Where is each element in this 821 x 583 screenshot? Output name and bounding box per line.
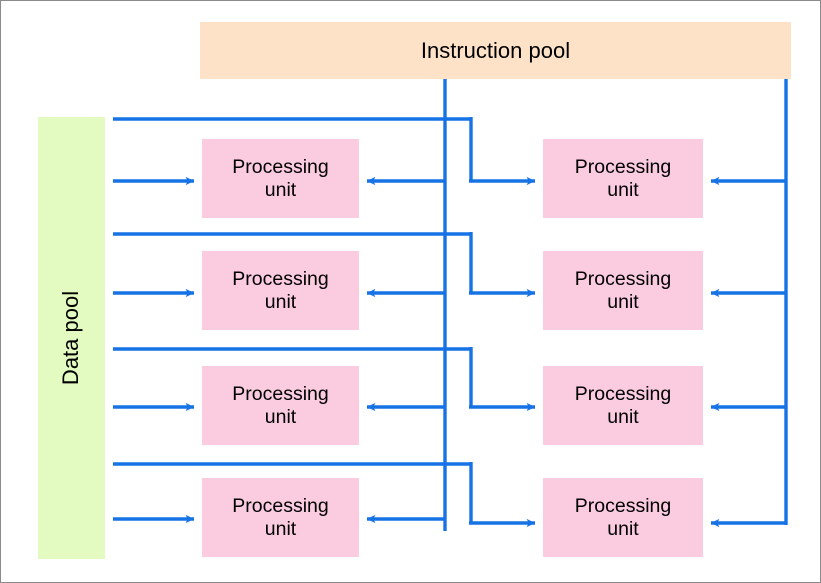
processing-unit-box xyxy=(543,139,703,218)
processing-unit-box xyxy=(202,366,359,445)
data-pool-box xyxy=(38,117,105,559)
processing-unit-box xyxy=(202,251,359,330)
instruction-pool-box xyxy=(200,22,791,79)
processing-unit-box xyxy=(202,139,359,218)
processing-unit-box xyxy=(543,478,703,557)
processing-unit-box xyxy=(543,251,703,330)
processing-unit-box xyxy=(202,478,359,557)
processing-unit-box xyxy=(543,366,703,445)
